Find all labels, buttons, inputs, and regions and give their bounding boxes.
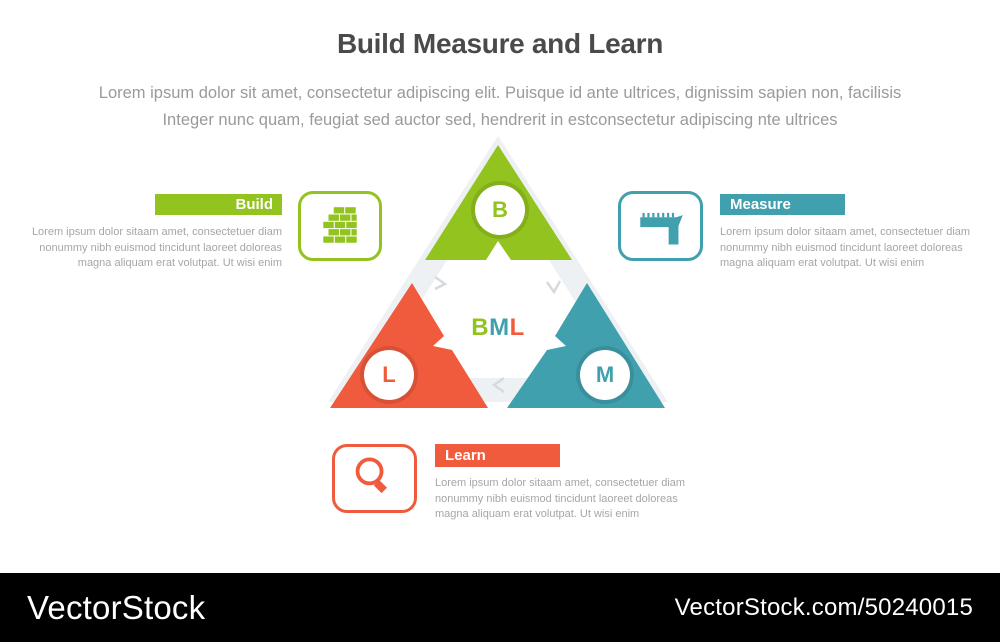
learn-description-line-1: Lorem ipsum dolor sitaam amet, consectet… (435, 477, 686, 489)
build-node-letter: B (492, 197, 508, 222)
build-description-line-2: nonummy nibh euismod tincidunt laoreet d… (39, 241, 282, 254)
measure-description-line-2: nonummy nibh euismod tincidunt laoreet d… (720, 241, 963, 254)
page-title: Build Measure and Learn (336, 28, 664, 59)
watermark-bar: VectorStock VectorStock.com/50240015 (0, 573, 1000, 642)
build-description: Lorem ipsum dolor sitaam amet, consectet… (30, 225, 282, 272)
measure-description-line-3: magna aliquam erat volutpat. Ut wisi eni… (720, 257, 925, 269)
cycle-band (328, 135, 668, 402)
measure-label: Measure (730, 196, 791, 213)
learn-description-line-2: nonummy nibh euismod tincidunt laoreet d… (435, 492, 678, 505)
watermark-reference: VectorStock.com/50240015 (674, 593, 973, 621)
build-icon-box (298, 191, 382, 261)
brick-wall-icon (323, 207, 357, 243)
measure-label-bar: Measure (720, 194, 845, 215)
subtitle: Lorem ipsum dolor sit amet, consectetur … (0, 80, 1000, 134)
cycle-arrow-left-icon (434, 275, 448, 291)
build-description-line-3: magna aliquam erat volutpat. Ut wisi eni… (77, 257, 282, 269)
magnifier-icon (355, 456, 387, 493)
cycle-arrow-bottom-icon (491, 376, 505, 394)
measure-node-circle: M (580, 350, 630, 400)
learn-label: Learn (445, 447, 486, 464)
learn-description-line-3: magna aliquam erat volutpat. Ut wisi eni… (435, 508, 640, 520)
build-description-line-1: Lorem ipsum dolor sitaam amet, consectet… (31, 226, 282, 238)
center-bml-label: BML (448, 314, 548, 342)
cycle-arrow-right-icon (545, 280, 562, 295)
measure-icon-box (618, 191, 703, 261)
center-letter-m: M (489, 314, 510, 341)
measure-description: Lorem ipsum dolor sitaam amet, consectet… (720, 225, 975, 272)
build-node-circle: B (475, 185, 525, 235)
center-letter-l: L (509, 314, 525, 341)
build-label-bar: Build (155, 194, 282, 215)
learn-label-bar: Learn (435, 444, 560, 467)
subtitle-line-2: Integer nunc quam, feugiat sed auctor se… (162, 111, 838, 129)
measure-node-letter: M (595, 362, 615, 387)
learn-icon-box (332, 444, 417, 513)
learn-description: Lorem ipsum dolor sitaam amet, consectet… (435, 476, 690, 523)
learn-node-circle: L (364, 350, 414, 400)
build-label: Build (235, 196, 274, 213)
watermark-logo: VectorStock (27, 588, 206, 626)
subtitle-line-1: Lorem ipsum dolor sit amet, consectetur … (98, 84, 902, 102)
center-letter-b: B (471, 314, 490, 341)
measure-description-line-1: Lorem ipsum dolor sitaam amet, consectet… (720, 226, 971, 238)
learn-node-letter: L (382, 362, 396, 387)
ruler-square-icon (639, 212, 683, 245)
